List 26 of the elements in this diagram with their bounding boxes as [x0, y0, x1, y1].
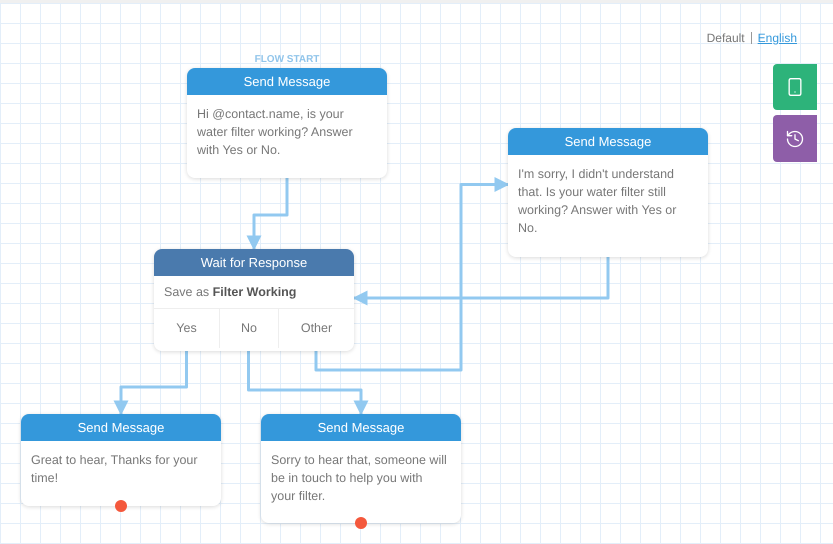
message-node	[187, 68, 387, 178]
node-title: Send Message	[261, 414, 461, 441]
message-node	[508, 128, 708, 257]
message-text: I'm sorry, I didn't understand that. Is your water filter still working? Answer with Yes or No.	[517, 166, 678, 237]
message-node	[21, 414, 221, 506]
exit-option: Yes	[154, 309, 219, 348]
flow-start-label: FLOW START	[254, 54, 320, 65]
message-text: Great to hear, Thanks for your time!	[30, 452, 199, 487]
node-title: Send Message	[21, 414, 221, 441]
message-node	[261, 414, 461, 523]
wait-node	[154, 249, 354, 351]
exit-option: No	[219, 309, 278, 348]
connector-arrow	[314, 177, 510, 372]
message-text: Hi @contact.name, is your water filter working? Answer with Yes or No.	[196, 106, 354, 159]
connector-arrow	[246, 178, 288, 250]
save-as-text: Save as Filter Working	[154, 276, 354, 309]
node-title: Send Message	[187, 68, 387, 95]
language-link: English	[758, 31, 797, 45]
connector-arrow	[352, 257, 610, 306]
message-text: Sorry to hear that, someone will be in touch to help you with your filter.	[270, 452, 448, 505]
node-title: Wait for Response	[154, 249, 354, 276]
node-title: Send Message	[508, 128, 708, 155]
language-label: Default	[706, 31, 745, 45]
exit-option: Other	[278, 309, 354, 348]
connector-arrow	[114, 351, 188, 416]
connector-arrow	[247, 351, 368, 416]
